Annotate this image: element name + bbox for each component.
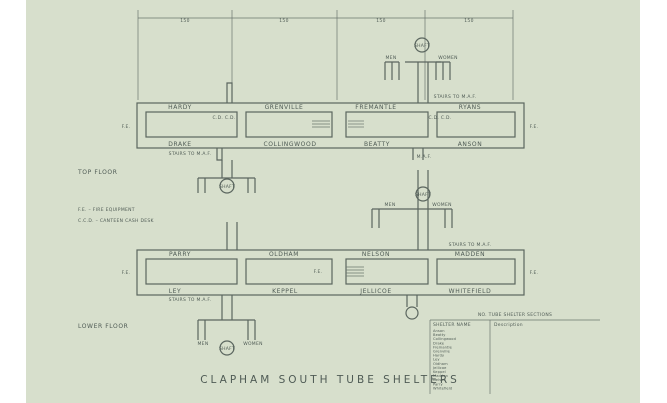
title-block-name: Beatty <box>433 333 446 337</box>
title-block-name: Anson <box>433 329 445 333</box>
top-floor-tunnel-hardy <box>145 111 238 138</box>
room-anson: ANSON <box>458 141 483 148</box>
stairs-label-lower-right: STAIRS TO M.A.F. <box>449 242 492 248</box>
shaft-top-right <box>414 37 430 53</box>
fe-label-lower-right: F.E. <box>530 270 539 276</box>
shaft-lower-left <box>219 340 235 356</box>
top-floor-label: TOP FLOOR <box>77 169 118 176</box>
room-madden: MADDEN <box>455 251 485 258</box>
shaft-lower-right <box>415 186 431 202</box>
shaft-label-lower-left: SHAFT <box>219 346 235 352</box>
top-floor-tunnel-grenville <box>245 111 333 138</box>
legend-canteen-cash-desk: C.C.D. – CANTEEN CASH DESK <box>78 218 155 224</box>
room-collingwood: COLLINGWOOD <box>263 141 316 148</box>
fe-label-lower-mid: F.E. <box>314 269 323 275</box>
lower-floor-tunnel-nelson <box>345 258 429 285</box>
maf-label-top: M.A.F. <box>417 154 432 160</box>
men-label-top: MEN <box>386 55 397 61</box>
dimension-label-1: 150 <box>180 18 190 24</box>
stairs-label-lower-left: STAIRS TO M.A.F. <box>169 297 212 303</box>
room-ryans: RYANS <box>459 104 481 111</box>
dimension-label-3: 150 <box>376 18 386 24</box>
lower-floor-tunnel-parry <box>145 258 238 285</box>
fe-label-lower-left: F.E. <box>122 270 131 276</box>
room-beatty: BEATTY <box>364 141 390 148</box>
shaft-label-top-right: SHAFT <box>414 43 430 49</box>
title-block-name: Hardy <box>433 354 445 358</box>
dimension-label-4: 150 <box>464 18 474 24</box>
title-block-name: Fremantle <box>433 345 453 349</box>
women-label-lower-bottom: WOMEN <box>243 341 263 347</box>
top-floor-outer-tunnel <box>136 102 525 149</box>
legend-fire-equipment: F.E. – FIRE EQUIPMENT <box>78 207 135 213</box>
shaft-label-lower-right: SHAFT <box>415 192 431 198</box>
room-keppel: KEPPEL <box>272 288 298 295</box>
cd-label-top-left: C.D. C.D. <box>212 115 235 121</box>
blueprint-sheet <box>26 0 640 403</box>
fe-label-top-right: F.E. <box>530 124 539 130</box>
fe-label-top-left: F.E. <box>122 124 131 130</box>
lower-floor-tunnel-oldham <box>245 258 333 285</box>
room-nelson: NELSON <box>362 251 390 258</box>
shaft-top-left <box>219 178 235 194</box>
lower-floor-outer-tunnel <box>136 249 525 296</box>
room-jellicoe: JELLICOE <box>359 288 392 295</box>
women-label-lower-top: WOMEN <box>432 202 452 208</box>
dimension-line: 150 150 150 150 <box>137 10 514 100</box>
room-fremantle: FREMANTLE <box>355 104 396 111</box>
cd-label-top-right: C.D. C.D. <box>428 115 451 121</box>
room-oldham: OLDHAM <box>269 251 299 258</box>
dimension-label-2: 150 <box>279 18 289 24</box>
title-block-name-list: AnsonBeattyCollingwoodDrakeFremantleGren… <box>432 329 456 390</box>
room-parry: PARRY <box>169 251 191 258</box>
title-block-name: Grenville <box>433 350 451 354</box>
top-floor-tunnel-fremantle <box>345 111 429 138</box>
title-block-heading: NO. TUBE SHELTER SECTIONS <box>478 312 552 318</box>
lower-floor-tunnel-madden <box>436 258 516 285</box>
drawing-title: CLAPHAM SOUTH TUBE SHELTERS <box>200 374 460 386</box>
title-block-name: Ley <box>433 358 440 362</box>
title-block-name: Jellicoe <box>432 366 447 370</box>
title-block-name: Madden <box>433 374 448 378</box>
men-label-lower-bottom: MEN <box>198 341 209 347</box>
women-label-top: WOMEN <box>438 55 458 61</box>
title-block-col-right: Description <box>494 322 523 328</box>
title-block-name: Parry <box>433 382 443 386</box>
top-floor-tunnel-ryans <box>436 111 516 138</box>
title-block-name: Keppel <box>433 370 446 374</box>
stairs-label-top-left: STAIRS TO M.A.F. <box>169 151 212 157</box>
title-block-name: Nelson <box>433 378 446 382</box>
room-whitefield: WHITEFIELD <box>449 288 492 295</box>
stairs-label-top-right: STAIRS TO M.A.F. <box>434 94 477 100</box>
lower-floor-label: LOWER FLOOR <box>78 323 128 330</box>
top-floor: HARDY GRENVILLE FREMANTLE RYANS DRAKE CO… <box>77 37 539 194</box>
title-block-name: Whitefield <box>433 386 452 390</box>
room-drake: DRAKE <box>168 141 191 148</box>
men-label-lower-top: MEN <box>385 202 396 208</box>
title-block-col-left: SHELTER NAME <box>433 322 471 328</box>
shaft-lower-bottom <box>405 306 419 320</box>
room-ley: LEY <box>169 288 182 295</box>
title-block-name: Oldham <box>433 362 448 366</box>
lower-floor: PARRY OLDHAM NELSON MADDEN LEY KEPPEL JE… <box>78 170 539 356</box>
room-hardy: HARDY <box>168 104 192 111</box>
legend: F.E. – FIRE EQUIPMENT C.C.D. – CANTEEN C… <box>78 207 155 224</box>
shaft-label-top-left: SHAFT <box>219 184 235 190</box>
room-grenville: GRENVILLE <box>265 104 304 111</box>
title-block-name: Drake <box>433 341 445 345</box>
title-block-name: Collingwood <box>433 337 456 341</box>
title-block: NO. TUBE SHELTER SECTIONS SHELTER NAME D… <box>429 312 600 394</box>
